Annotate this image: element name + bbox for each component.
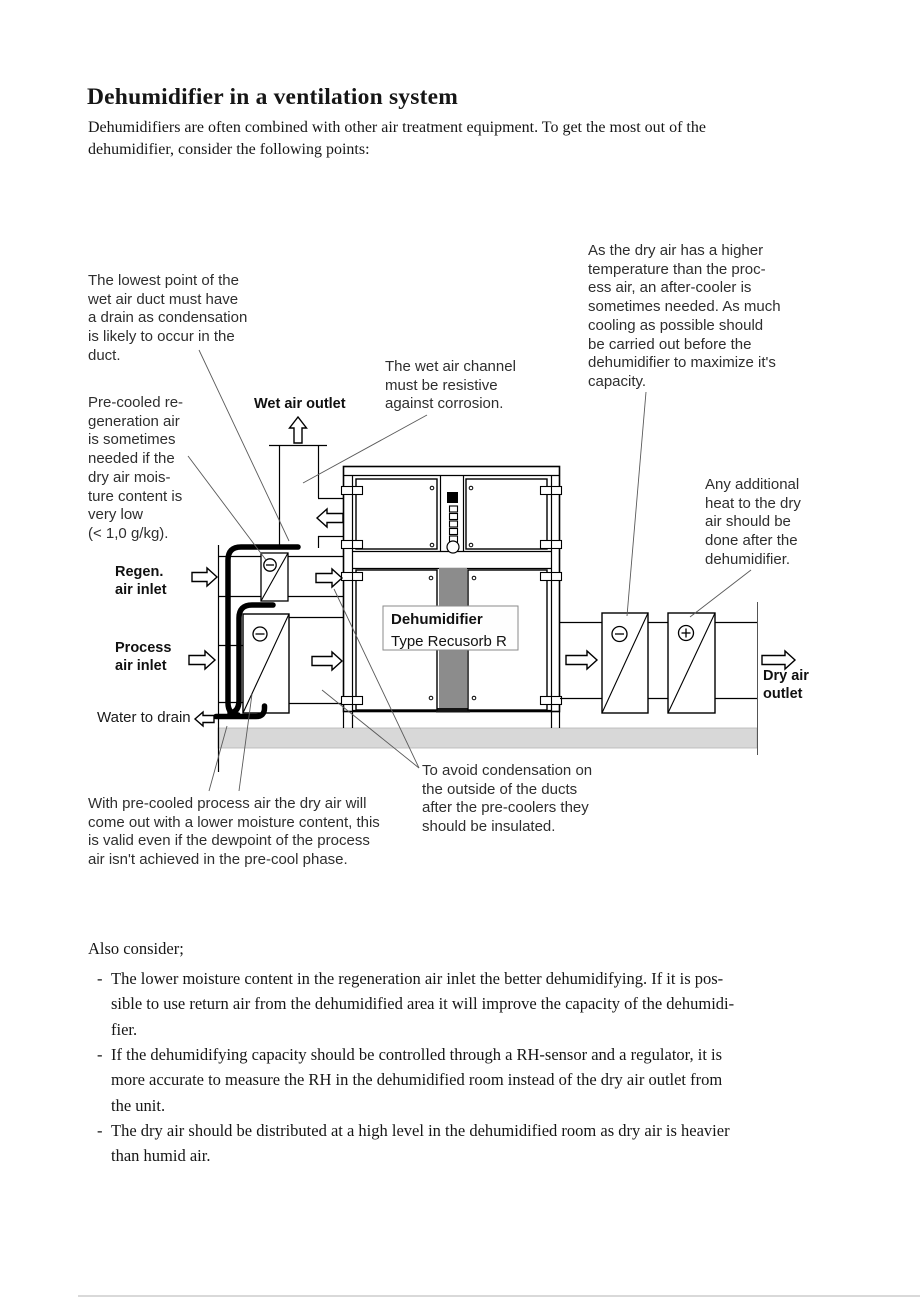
floor bbox=[217, 727, 758, 749]
intro-paragraph: Dehumidifiers are often combined with ot… bbox=[88, 119, 706, 158]
bullet-text: If the dehumidifying capacity should be … bbox=[111, 1045, 723, 1115]
unit-type: Type Recusorb R bbox=[391, 632, 507, 650]
regen-inlet-arrow-icon bbox=[191, 566, 219, 588]
after-cooler bbox=[601, 612, 649, 714]
annotation-precooled-process: With pre-cooled process air the dry air … bbox=[88, 795, 380, 869]
button-icon bbox=[448, 520, 459, 528]
label-water-to-drain: Water to drain bbox=[97, 709, 191, 726]
wet-air-up-arrow-icon bbox=[288, 415, 308, 444]
bullet-text: The dry air should be distributed at a h… bbox=[111, 1121, 730, 1166]
unit-label: Dehumidifier Type Recusorb R bbox=[391, 609, 507, 652]
pre-cooler-lower bbox=[242, 613, 290, 714]
dry-air-outlet-arrow-icon bbox=[761, 649, 797, 671]
panel-latches bbox=[340, 485, 563, 706]
label-regen-air-inlet: Regen.air inlet bbox=[115, 564, 167, 598]
dehumidifier-unit bbox=[340, 465, 563, 728]
label-wet-air-outlet: Wet air outlet bbox=[254, 396, 346, 412]
unit-label-box bbox=[382, 605, 519, 651]
bullet-marker: - bbox=[97, 969, 103, 988]
wet-air-duct bbox=[269, 444, 343, 548]
page-bottom-rule bbox=[78, 1295, 920, 1297]
bullet-text: The lower moisture content in the regene… bbox=[111, 969, 735, 1039]
bullet-marker: - bbox=[97, 1045, 103, 1064]
bullet-item: - If the dehumidifying capacity should b… bbox=[97, 1042, 722, 1118]
display-icon bbox=[447, 492, 458, 503]
regen-duct-arrow-icon bbox=[315, 567, 344, 589]
wet-air-left-arrow-icon bbox=[315, 507, 344, 529]
leader-lines bbox=[187, 349, 752, 792]
button-icon bbox=[448, 505, 459, 513]
page-title: Dehumidifier in a ventilation system bbox=[87, 84, 459, 110]
button-icon bbox=[448, 527, 459, 536]
dry-air-arrow-icon bbox=[565, 649, 599, 671]
flow-arrows bbox=[188, 415, 797, 728]
unit-name: Dehumidifier bbox=[391, 611, 483, 628]
minus-icon bbox=[263, 558, 277, 572]
minus-icon bbox=[611, 625, 628, 643]
process-duct-arrow-icon bbox=[311, 650, 344, 672]
control-strip bbox=[439, 475, 465, 554]
water-drain-arrow-icon bbox=[193, 710, 215, 728]
knob-icon bbox=[446, 540, 460, 554]
bullet-item: - The lower moisture content in the rege… bbox=[97, 966, 734, 1042]
process-inlet-arrow-icon bbox=[188, 649, 217, 671]
drain-pipes bbox=[213, 544, 301, 720]
also-consider-heading: Also consider; bbox=[88, 939, 184, 958]
bullet-item: - The dry air should be distributed at a… bbox=[97, 1118, 730, 1169]
bullet-marker: - bbox=[97, 1121, 103, 1140]
plus-icon bbox=[677, 624, 695, 642]
minus-icon bbox=[252, 626, 268, 642]
button-icon bbox=[448, 512, 459, 521]
inlet-ducts bbox=[217, 545, 343, 772]
dry-air-ducts bbox=[560, 602, 758, 755]
heater bbox=[667, 612, 716, 714]
panel-screws bbox=[428, 485, 477, 701]
pre-cooler-upper bbox=[260, 552, 289, 602]
